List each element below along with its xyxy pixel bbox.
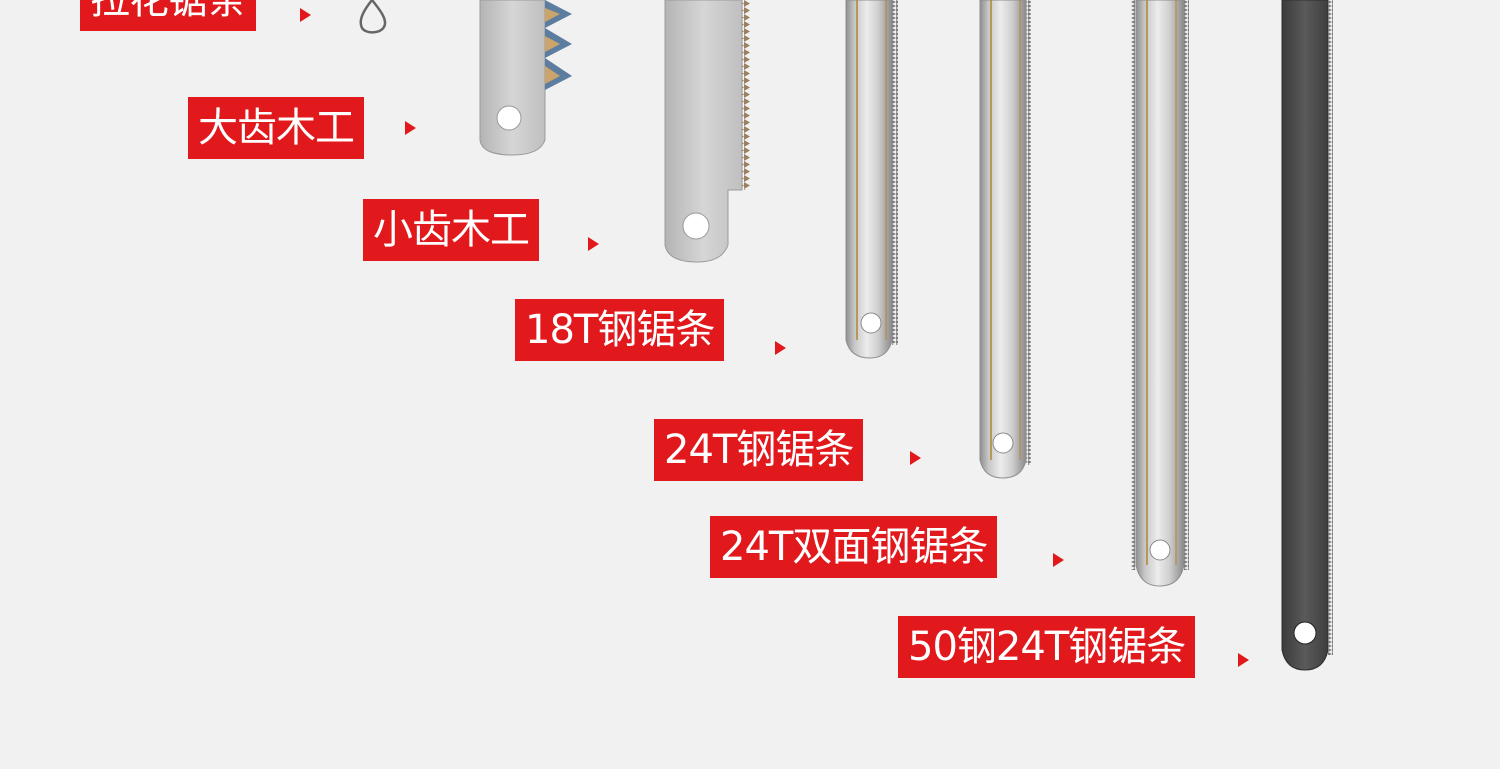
label-steel-18t: 18T钢锯条	[515, 299, 725, 361]
arrow-big-tooth-wood	[405, 121, 416, 135]
label-steel-24t-double: 24T双面钢锯条	[710, 516, 998, 578]
label-big-tooth-wood: 大齿木工	[188, 97, 364, 159]
steel50-24t-blade-image	[1281, 0, 1333, 671]
fret-saw-blade-image	[359, 0, 387, 34]
arrow-steel-18t	[775, 341, 786, 355]
label-fret-saw-blade: 拉花锯条	[80, 0, 256, 31]
steel-18t-blade-image	[845, 0, 898, 359]
label-small-tooth-wood: 小齿木工	[363, 199, 539, 261]
big-tooth-wood-blade-image	[479, 0, 572, 156]
arrow-steel50-24t	[1238, 653, 1249, 667]
arrow-fret-saw-blade	[300, 8, 311, 22]
steel-24t-double-blade-image	[1131, 0, 1189, 587]
label-steel-24t: 24T钢锯条	[654, 419, 864, 481]
arrow-small-tooth-wood	[588, 237, 599, 251]
label-steel50-24t: 50钢24T钢锯条	[898, 616, 1196, 678]
arrow-steel-24t-double	[1053, 553, 1064, 567]
steel-24t-blade-image	[979, 0, 1031, 479]
arrow-steel-24t	[910, 451, 921, 465]
small-tooth-wood-blade-image	[664, 0, 750, 263]
